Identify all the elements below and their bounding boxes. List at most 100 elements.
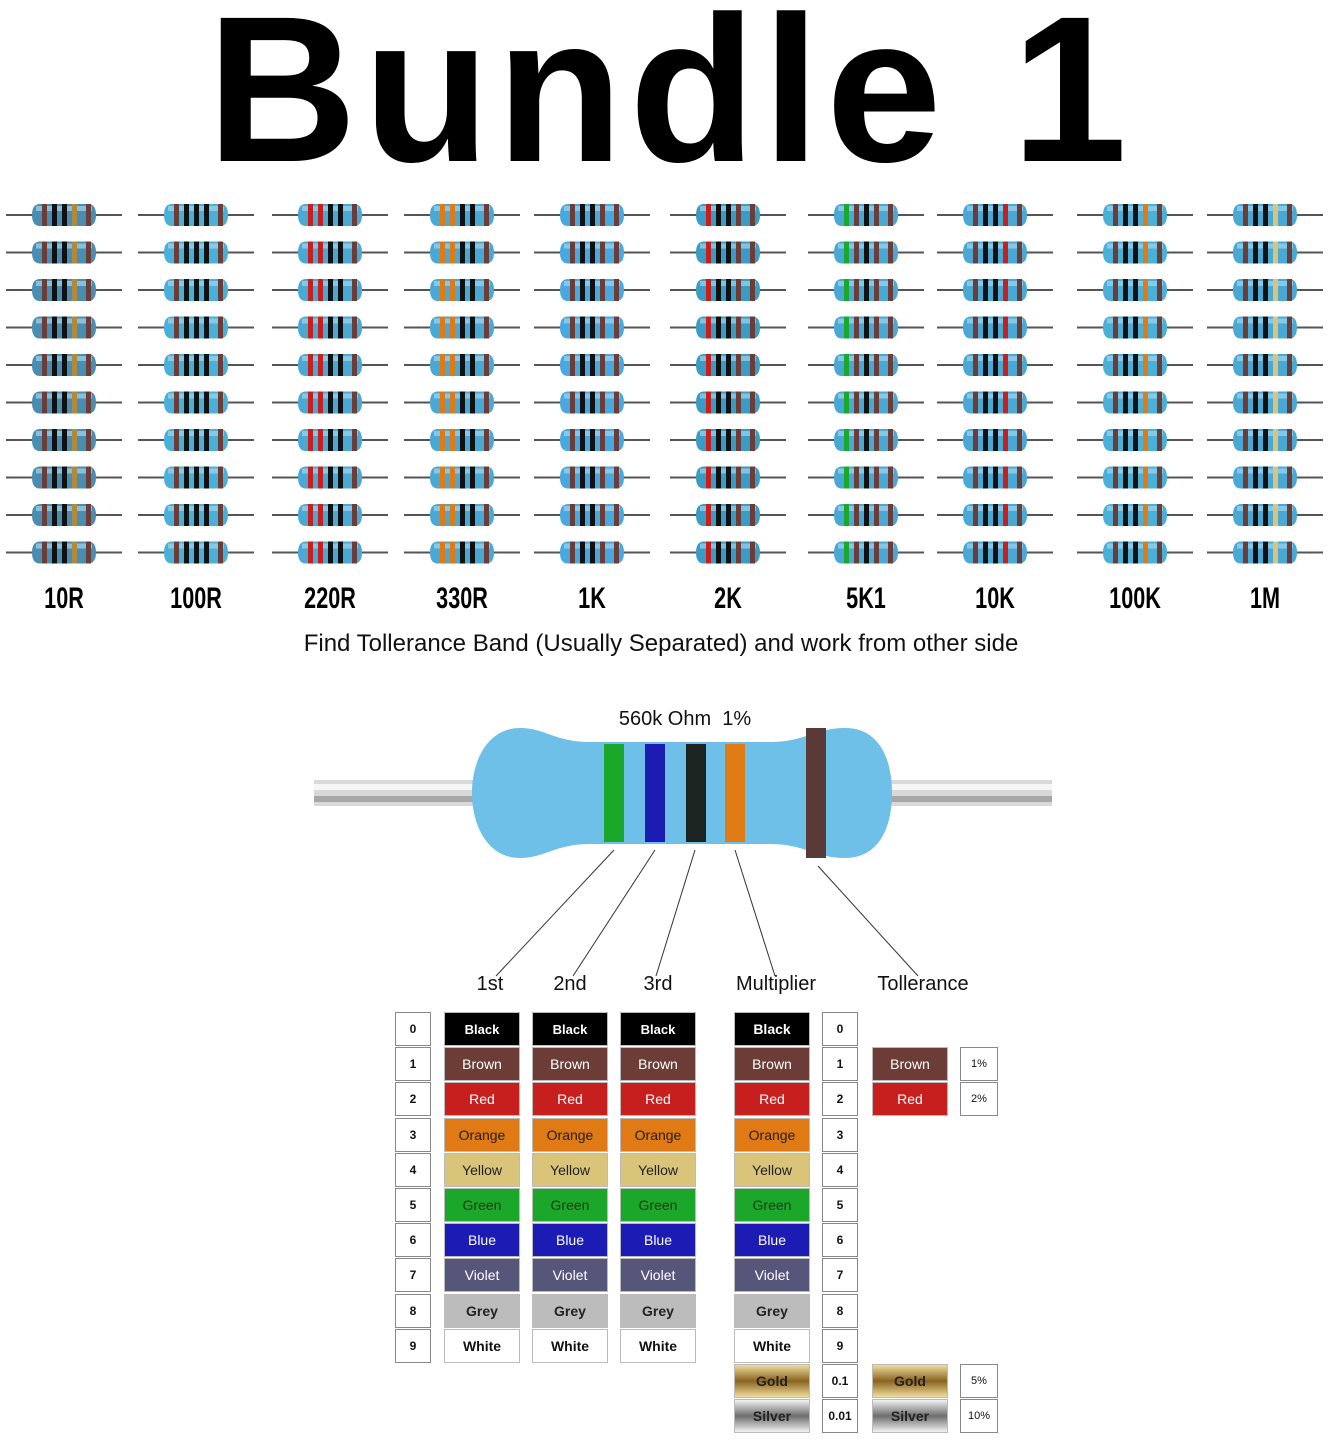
mini-resistor xyxy=(534,541,650,564)
mini-resistor xyxy=(272,279,388,301)
value-label-330r: 330R xyxy=(436,582,488,615)
mini-resistor xyxy=(937,466,1053,489)
mini-resistor xyxy=(6,504,122,526)
mini-resistor xyxy=(404,241,520,264)
mini-resistor xyxy=(670,279,786,301)
multiplier-value: 3 xyxy=(822,1117,858,1152)
mini-resistor xyxy=(937,391,1053,414)
band-orange xyxy=(725,744,745,842)
band-brown xyxy=(806,728,826,858)
color-swatch-blue: Blue xyxy=(532,1223,608,1258)
mini-resistor xyxy=(404,204,520,226)
value-label-1m: 1M xyxy=(1249,582,1281,615)
mini-resistor xyxy=(404,316,520,339)
mini-resistor xyxy=(670,204,786,226)
mini-resistor xyxy=(1077,279,1193,301)
mini-resistor xyxy=(534,504,650,526)
color-swatch-red: Red xyxy=(620,1082,696,1117)
mini-resistor xyxy=(138,391,254,414)
color-swatch-black: Black xyxy=(532,1012,608,1046)
multiplier-swatch-silver: Silver xyxy=(734,1399,810,1434)
mini-resistor xyxy=(808,504,924,526)
tolerance-swatch-brown: Brown xyxy=(872,1047,948,1082)
color-swatch-green: Green xyxy=(532,1188,608,1222)
mini-resistor xyxy=(272,354,388,376)
header-multiplier: Multiplier xyxy=(735,973,817,995)
mini-resistor xyxy=(534,204,650,226)
header-tolerance: Tollerance xyxy=(877,973,969,995)
example-value-label: 560k Ohm 1% xyxy=(618,708,752,730)
mini-resistor xyxy=(808,204,924,226)
mini-resistor xyxy=(6,241,122,264)
mini-resistor xyxy=(1207,204,1323,226)
color-swatch-red: Red xyxy=(444,1082,520,1117)
multiplier-swatch-black: Black xyxy=(734,1012,810,1046)
mini-resistor xyxy=(6,354,122,376)
mini-resistor xyxy=(937,541,1053,564)
color-swatch-yellow: Yellow xyxy=(444,1152,520,1187)
tolerance-swatch-silver: Silver xyxy=(872,1399,948,1434)
mini-resistor xyxy=(404,504,520,526)
multiplier-swatch-violet: Violet xyxy=(734,1258,810,1293)
color-swatch-white: White xyxy=(620,1328,696,1363)
mini-resistor xyxy=(808,466,924,489)
value-label-10k: 10K xyxy=(975,582,1015,615)
mini-resistor xyxy=(937,504,1053,526)
digit-cell: 7 xyxy=(395,1258,431,1293)
mini-resistor xyxy=(534,429,650,451)
mini-resistor xyxy=(670,316,786,339)
color-swatch-blue: Blue xyxy=(620,1223,696,1258)
mini-resistor xyxy=(670,241,786,264)
mini-resistor xyxy=(534,241,650,264)
mini-resistor xyxy=(937,204,1053,226)
multiplier-value: 0.1 xyxy=(822,1364,858,1398)
digit-cell: 1 xyxy=(395,1047,431,1082)
value-label-1k: 1K xyxy=(578,582,606,615)
mini-resistor xyxy=(937,241,1053,264)
color-swatch-grey: Grey xyxy=(620,1293,696,1328)
header-2nd: 2nd xyxy=(553,973,587,995)
mini-resistor xyxy=(272,541,388,564)
mini-resistor xyxy=(1077,204,1193,226)
mini-resistor xyxy=(1207,504,1323,526)
mini-resistor xyxy=(138,204,254,226)
mini-resistor xyxy=(138,541,254,564)
mini-resistor xyxy=(404,391,520,414)
mini-resistor xyxy=(6,391,122,414)
mini-resistor xyxy=(1207,541,1323,564)
mini-resistor xyxy=(937,316,1053,339)
digit-cell: 5 xyxy=(395,1188,431,1222)
mini-resistor xyxy=(6,316,122,339)
mini-resistor xyxy=(670,429,786,451)
mini-resistor xyxy=(534,354,650,376)
bundle-title: Bundle 1 xyxy=(206,0,1134,206)
color-swatch-orange: Orange xyxy=(620,1117,696,1152)
multiplier-value: 7 xyxy=(822,1258,858,1293)
multiplier-swatch-brown: Brown xyxy=(734,1047,810,1082)
color-swatch-violet: Violet xyxy=(532,1258,608,1293)
mini-resistor xyxy=(534,466,650,489)
mini-resistor xyxy=(1077,541,1193,564)
multiplier-swatch-orange: Orange xyxy=(734,1117,810,1152)
mini-resistor xyxy=(6,541,122,564)
mini-resistor xyxy=(1077,391,1193,414)
tolerance-value: 1% xyxy=(960,1047,998,1082)
band-blue xyxy=(645,744,665,842)
mini-resistor xyxy=(808,541,924,564)
resistor-grid xyxy=(6,204,1323,564)
example-resistor-diagram xyxy=(314,728,1052,977)
color-swatch-brown: Brown xyxy=(620,1047,696,1082)
multiplier-value: 9 xyxy=(822,1328,858,1363)
digit-cell: 6 xyxy=(395,1223,431,1258)
value-label-2k: 2K xyxy=(714,582,742,615)
mini-resistor xyxy=(808,429,924,451)
tolerance-swatch-red: Red xyxy=(872,1082,948,1117)
mini-resistor xyxy=(808,241,924,264)
mini-resistor xyxy=(670,541,786,564)
color-swatch-brown: Brown xyxy=(444,1047,520,1082)
mini-resistor xyxy=(404,466,520,489)
band-black xyxy=(686,744,706,842)
mini-resistor xyxy=(1207,466,1323,489)
mini-resistor xyxy=(1207,354,1323,376)
mini-resistor xyxy=(6,429,122,451)
